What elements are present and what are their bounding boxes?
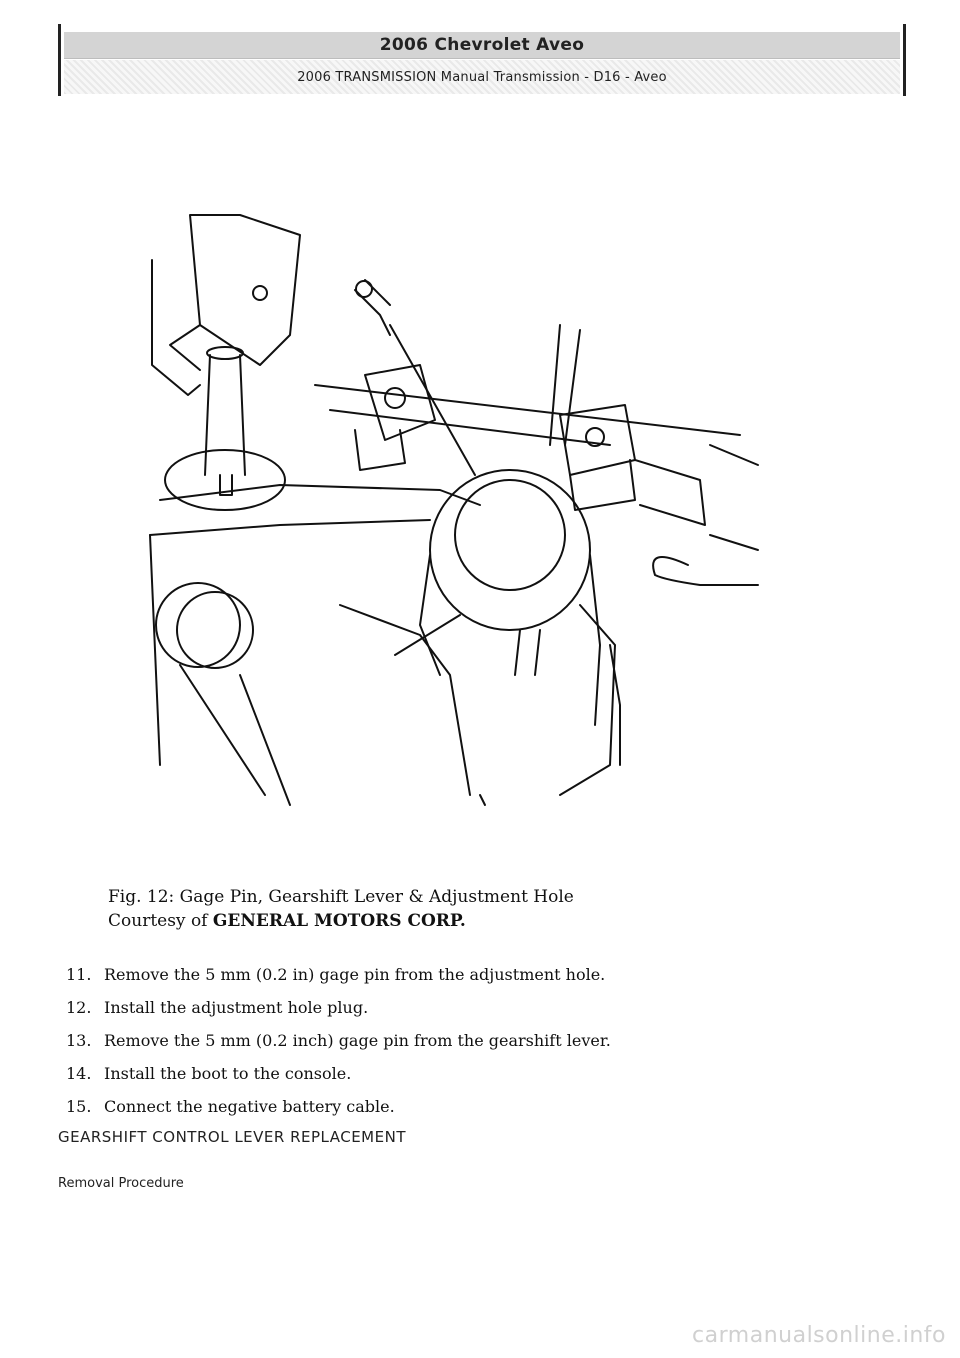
sub-heading: Removal Procedure — [58, 1176, 184, 1191]
watermark: carmanualsonline.info — [692, 1323, 946, 1348]
header-title-bar: 2006 Chevrolet Aveo — [64, 32, 900, 59]
step-number: 12. — [66, 998, 92, 1017]
header-title: 2006 Chevrolet Aveo — [379, 35, 585, 55]
list-item: 14. Install the boot to the console. — [66, 1057, 866, 1090]
header-subtitle: 2006 TRANSMISSION Manual Transmission - … — [297, 69, 667, 85]
step-number: 15. — [66, 1097, 92, 1116]
list-item: 12. Install the adjustment hole plug. — [66, 991, 866, 1024]
figure-credit: Courtesy of GENERAL MOTORS CORP. — [108, 909, 574, 933]
figure-credit-prefix: Courtesy of — [108, 911, 208, 931]
step-text: Install the adjustment hole plug. — [104, 998, 369, 1017]
list-item: 13. Remove the 5 mm (0.2 inch) gage pin f… — [66, 1024, 866, 1057]
page-header: 2006 Chevrolet Aveo 2006 TRANSMISSION Ma… — [58, 24, 906, 96]
procedure-steps: 11. Remove the 5 mm (0.2 in) gage pin fro… — [66, 958, 866, 1123]
header-right-rule — [903, 24, 906, 96]
step-number: 14. — [66, 1064, 92, 1083]
list-item: 15. Connect the negative battery cable. — [66, 1090, 866, 1123]
step-number: 13. — [66, 1031, 92, 1050]
list-item: 11. Remove the 5 mm (0.2 in) gage pin fro… — [66, 958, 866, 991]
section-heading: GEARSHIFT CONTROL LEVER REPLACEMENT — [58, 1128, 406, 1146]
header-subtitle-bar: 2006 TRANSMISSION Manual Transmission - … — [64, 60, 900, 94]
gearshift-lever-illustration — [149, 214, 759, 806]
figure-credit-org: GENERAL MOTORS CORP. — [212, 911, 466, 931]
step-text: Remove the 5 mm (0.2 inch) gage pin from… — [104, 1031, 611, 1050]
step-text: Connect the negative battery cable. — [104, 1097, 395, 1116]
header-left-rule — [58, 24, 61, 96]
step-text: Remove the 5 mm (0.2 in) gage pin from t… — [104, 965, 606, 984]
figure-caption-title: Fig. 12: Gage Pin, Gearshift Lever & Adj… — [108, 887, 574, 907]
step-text: Install the boot to the console. — [104, 1064, 352, 1083]
step-number: 11. — [66, 965, 92, 984]
figure-caption: Fig. 12: Gage Pin, Gearshift Lever & Adj… — [108, 885, 574, 933]
